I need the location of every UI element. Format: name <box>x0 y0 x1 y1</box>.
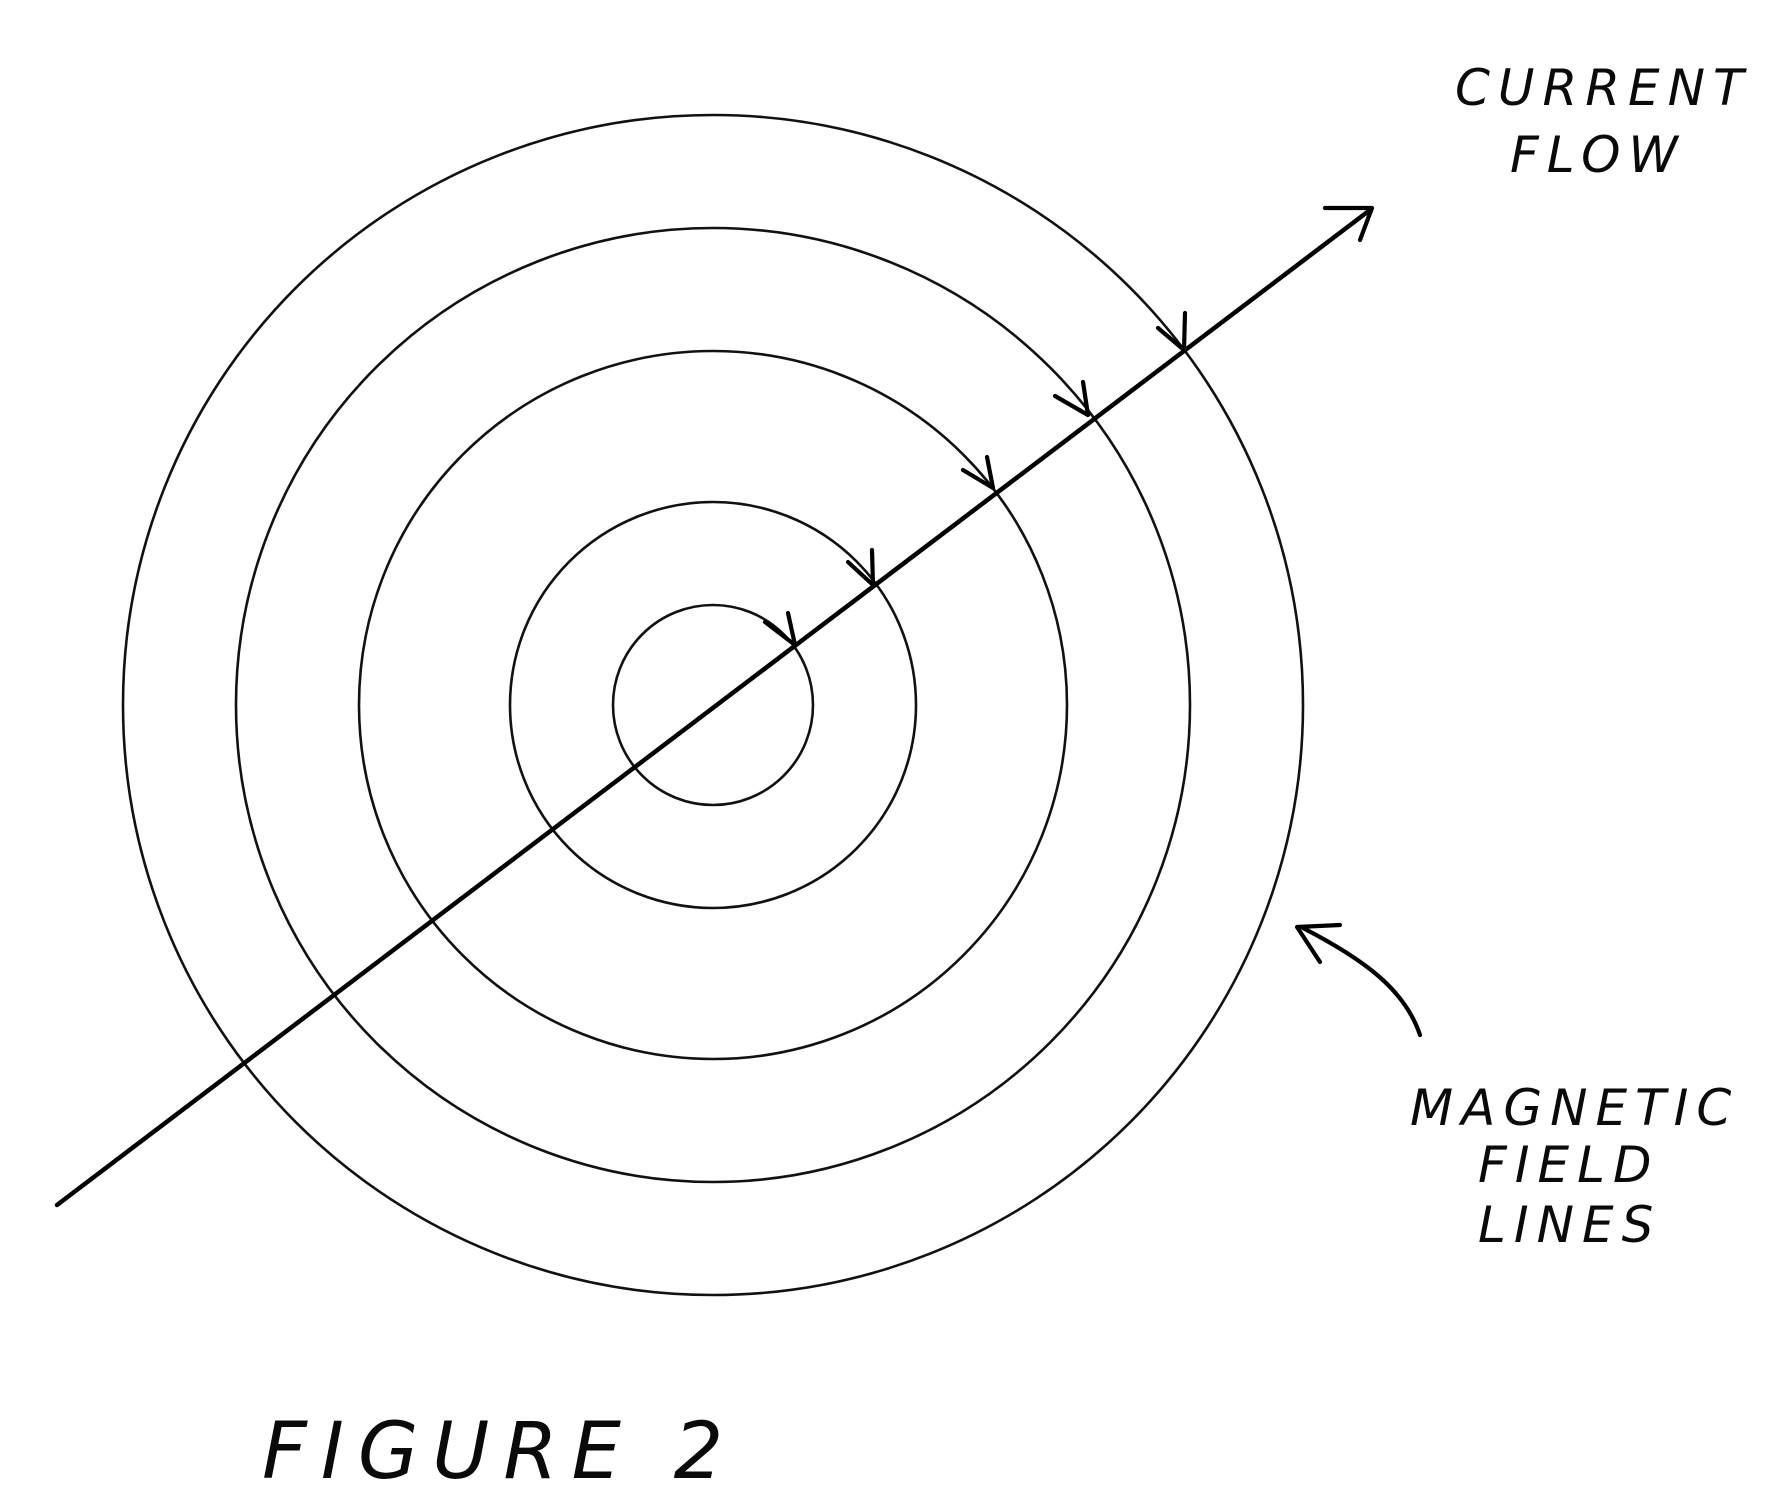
field-label-line1: MAGNETIC <box>1410 1079 1739 1137</box>
field-pointer <box>1294 922 1423 1038</box>
field-label-line2: FIELD <box>1478 1136 1659 1194</box>
current-flow-axis <box>54 207 1373 1208</box>
field-ring-3 <box>357 349 1069 1061</box>
figure-caption: FIGURE 2 <box>262 1407 737 1497</box>
field-label-line3: LINES <box>1478 1196 1661 1254</box>
field-ring-2 <box>508 500 918 910</box>
field-ring-4 <box>234 226 1192 1184</box>
field-ring-1 <box>611 603 815 807</box>
ring-direction-arrow-3 <box>960 454 996 491</box>
field-pointer-shaft <box>1300 925 1423 1038</box>
field-rings <box>121 113 1305 1297</box>
current-flow-line <box>54 205 1375 1208</box>
current-flow-label-line1: CURRENT <box>1455 59 1752 117</box>
current-flow-arrowhead <box>1322 205 1375 243</box>
field-pointer-arrowhead <box>1294 922 1343 965</box>
ring-direction-arrows <box>762 310 1188 648</box>
ring-direction-arrow-1 <box>762 610 798 648</box>
ring-direction-arrow-4 <box>1052 379 1091 418</box>
current-flow-label-line2: FLOW <box>1510 126 1686 184</box>
field-ring-5 <box>121 113 1305 1297</box>
